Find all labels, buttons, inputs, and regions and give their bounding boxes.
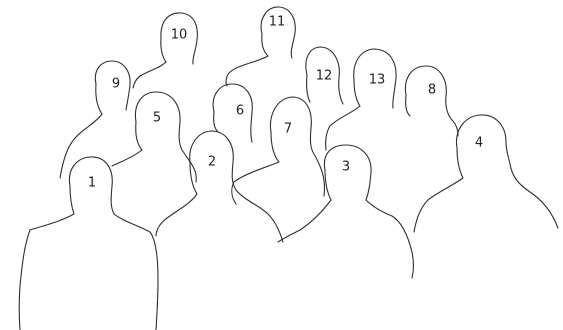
- figure-label-10: 10: [171, 28, 188, 43]
- figure-5-outline: [112, 92, 196, 182]
- figure-2-outline: [156, 131, 283, 242]
- figure-label-6: 6: [236, 104, 244, 119]
- figure-label-13: 13: [369, 73, 386, 88]
- figure-label-1: 1: [88, 176, 96, 191]
- figure-4-outline: [414, 115, 558, 232]
- figure-label-5: 5: [153, 111, 161, 126]
- figure-6-outline: [213, 84, 252, 142]
- figure-7-outline: [232, 97, 325, 204]
- figure-label-7: 7: [284, 122, 292, 137]
- figure-label-12: 12: [316, 69, 333, 84]
- figure-10-outline: [133, 13, 197, 88]
- figure-label-8: 8: [428, 83, 436, 98]
- figure-label-4: 4: [475, 136, 483, 151]
- figure-label-2: 2: [208, 155, 216, 170]
- figure-label-9: 9: [112, 77, 120, 92]
- figure-label-11: 11: [269, 15, 286, 30]
- figure-8-outline: [405, 66, 458, 136]
- figure-13-outline: [326, 49, 396, 150]
- figure-label-3: 3: [342, 160, 350, 175]
